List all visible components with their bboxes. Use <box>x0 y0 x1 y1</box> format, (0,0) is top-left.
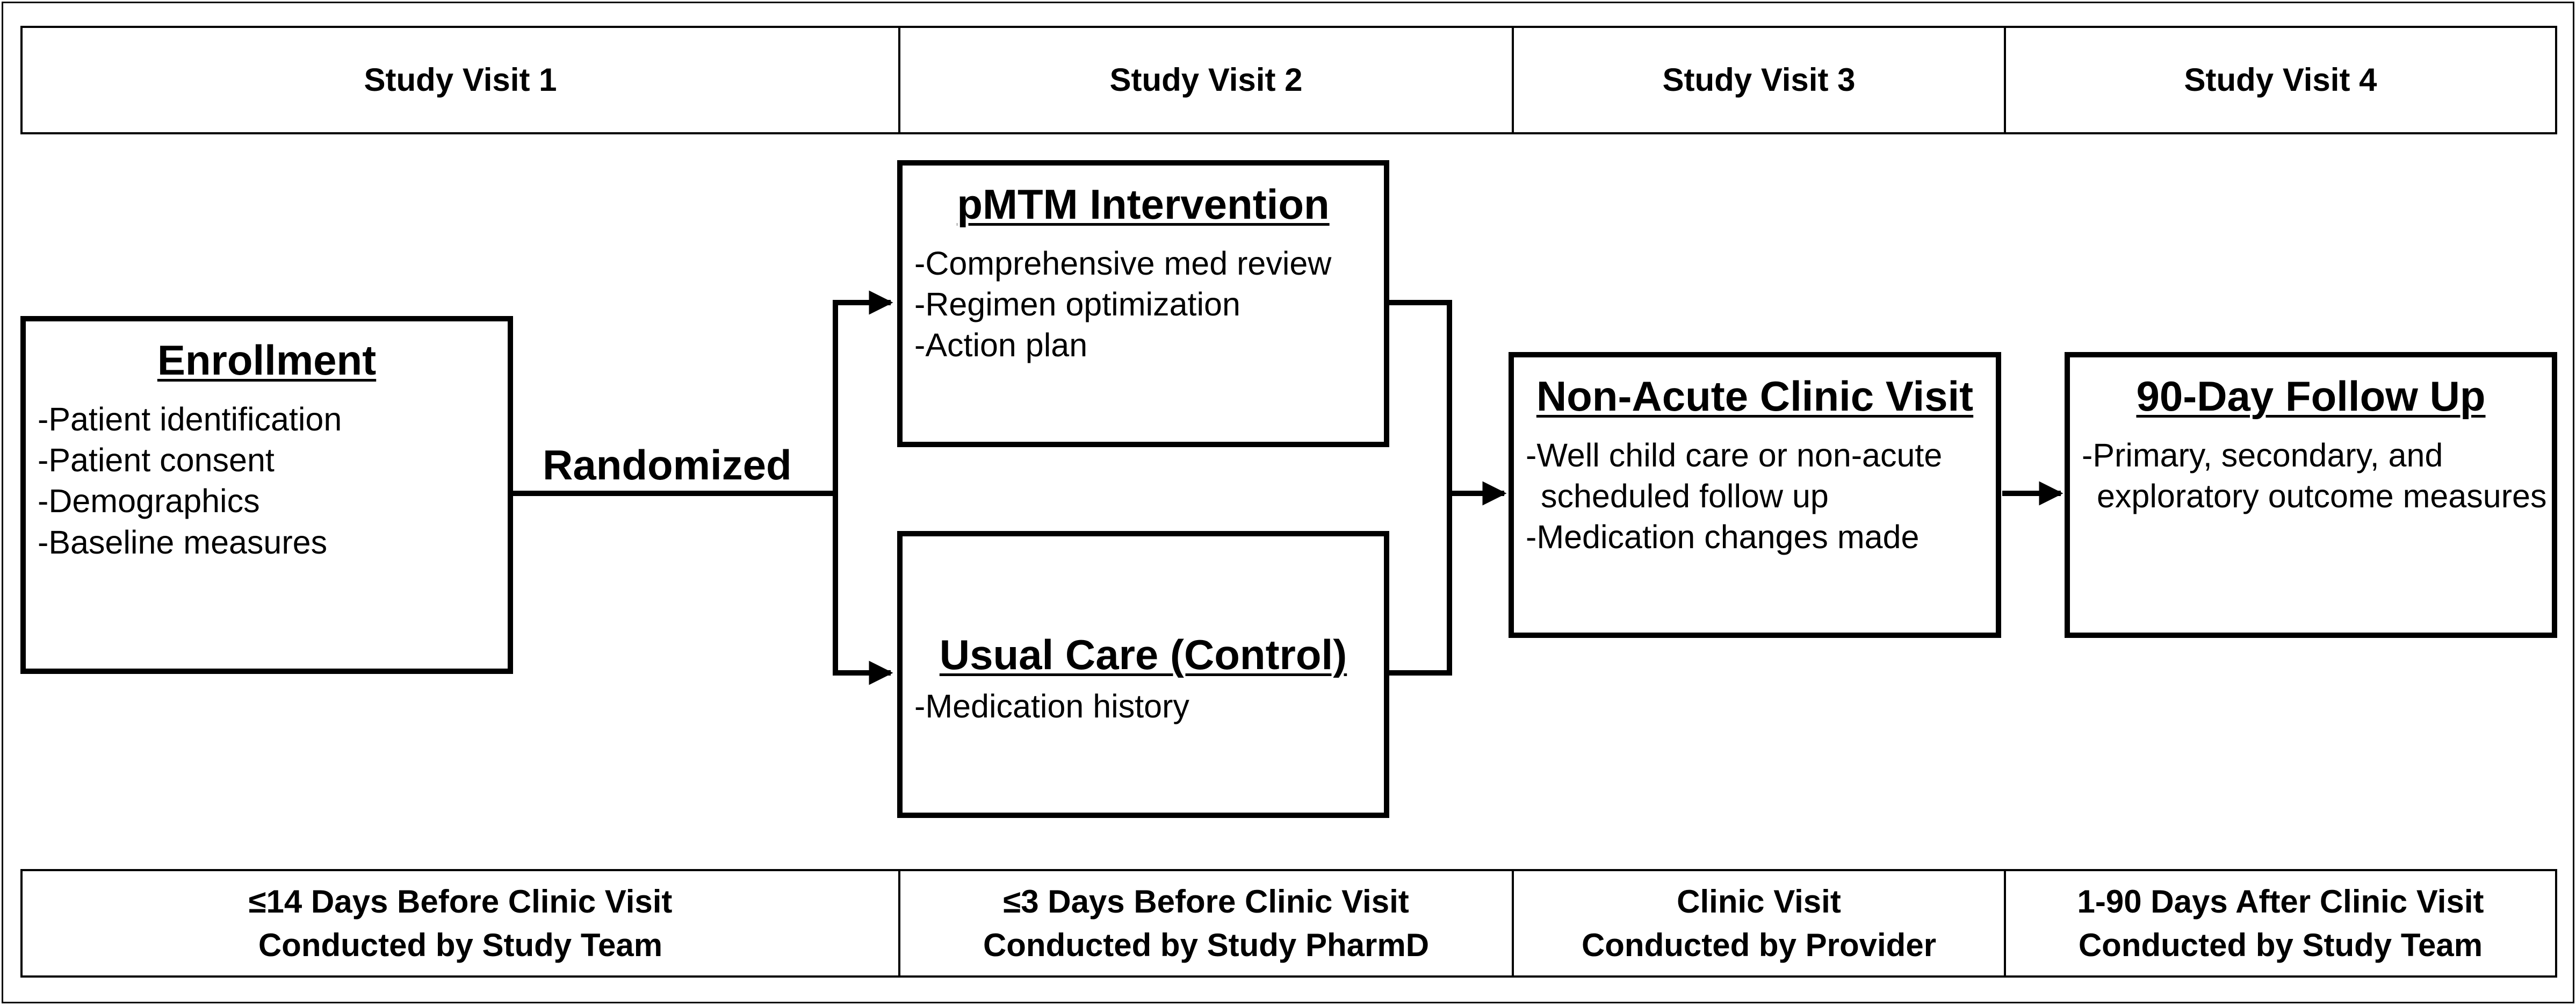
list-item: -Medication history <box>914 687 1189 724</box>
usual-care-box: Usual Care (Control) -Medication history <box>897 531 1389 818</box>
enrollment-list: -Patient identification -Patient consent… <box>30 399 503 563</box>
list-item: -Action plan <box>914 327 1088 364</box>
clinic-visit-box: Non-Acute Clinic Visit -Well child care … <box>1509 352 2001 638</box>
timing-visit-1: ≤14 Days Before Clinic Visit Conducted b… <box>23 871 900 975</box>
timing-when: Clinic Visit <box>1677 884 1841 920</box>
usual-care-list: -Medication history <box>907 686 1380 727</box>
pmtm-title: pMTM Intervention <box>957 181 1330 228</box>
list-item: -Regimen optimization <box>914 286 1240 323</box>
header-study-visit-1: Study Visit 1 <box>23 28 900 132</box>
timing-who: Conducted by Provider <box>1581 927 1937 963</box>
list-item: -Patient consent <box>38 442 275 479</box>
header-study-visit-2: Study Visit 2 <box>900 28 1514 132</box>
list-item: -Medication changes made <box>1526 519 1920 556</box>
enrollment-box: Enrollment -Patient identification -Pati… <box>20 316 513 674</box>
timing-who: Conducted by Study PharmD <box>983 927 1430 963</box>
usual-care-title: Usual Care (Control) <box>939 631 1347 678</box>
pmtm-list: -Comprehensive med review -Regimen optim… <box>907 243 1380 366</box>
timing-when: ≤3 Days Before Clinic Visit <box>1003 884 1409 920</box>
timing-footer: ≤14 Days Before Clinic Visit Conducted b… <box>20 869 2557 978</box>
usual-care-merge-line <box>1389 493 1452 676</box>
follow-up-box: 90-Day Follow Up -Primary, secondary, an… <box>2065 352 2557 638</box>
timing-when: ≤14 Days Before Clinic Visit <box>248 884 673 920</box>
timing-visit-4: 1-90 Days After Clinic Visit Conducted b… <box>2006 871 2555 975</box>
list-item: -Patient identification <box>38 400 342 437</box>
study-visit-header: Study Visit 1 Study Visit 2 Study Visit … <box>20 26 2557 134</box>
randomized-label: Randomized <box>543 441 792 489</box>
list-item: -Primary, secondary, and exploratory out… <box>2082 436 2547 515</box>
pmtm-intervention-box: pMTM Intervention -Comprehensive med rev… <box>897 160 1389 447</box>
follow-up-title: 90-Day Follow Up <box>2136 372 2486 420</box>
list-item: -Well child care or non-acute scheduled … <box>1526 436 1943 515</box>
timing-visit-2: ≤3 Days Before Clinic Visit Conducted by… <box>900 871 1514 975</box>
list-item: -Demographics <box>38 483 260 520</box>
timing-who: Conducted by Study Team <box>258 927 663 963</box>
clinic-visit-list: -Well child care or non-acute scheduled … <box>1518 435 1991 558</box>
header-study-visit-4: Study Visit 4 <box>2184 62 2377 98</box>
header-study-visit-3: Study Visit 3 <box>1514 28 2006 132</box>
follow-up-list: -Primary, secondary, and exploratory out… <box>2074 435 2548 517</box>
clinic-visit-title: Non-Acute Clinic Visit <box>1536 372 1974 420</box>
enrollment-title: Enrollment <box>157 336 377 384</box>
list-item: -Comprehensive med review <box>914 245 1332 282</box>
timing-when: 1-90 Days After Clinic Visit <box>2077 884 2484 920</box>
timing-who: Conducted by Study Team <box>2078 927 2483 963</box>
pmtm-merge-line <box>1389 300 1452 493</box>
list-item: -Baseline measures <box>38 523 328 561</box>
timing-visit-3: Clinic Visit Conducted by Provider <box>1514 871 2006 975</box>
